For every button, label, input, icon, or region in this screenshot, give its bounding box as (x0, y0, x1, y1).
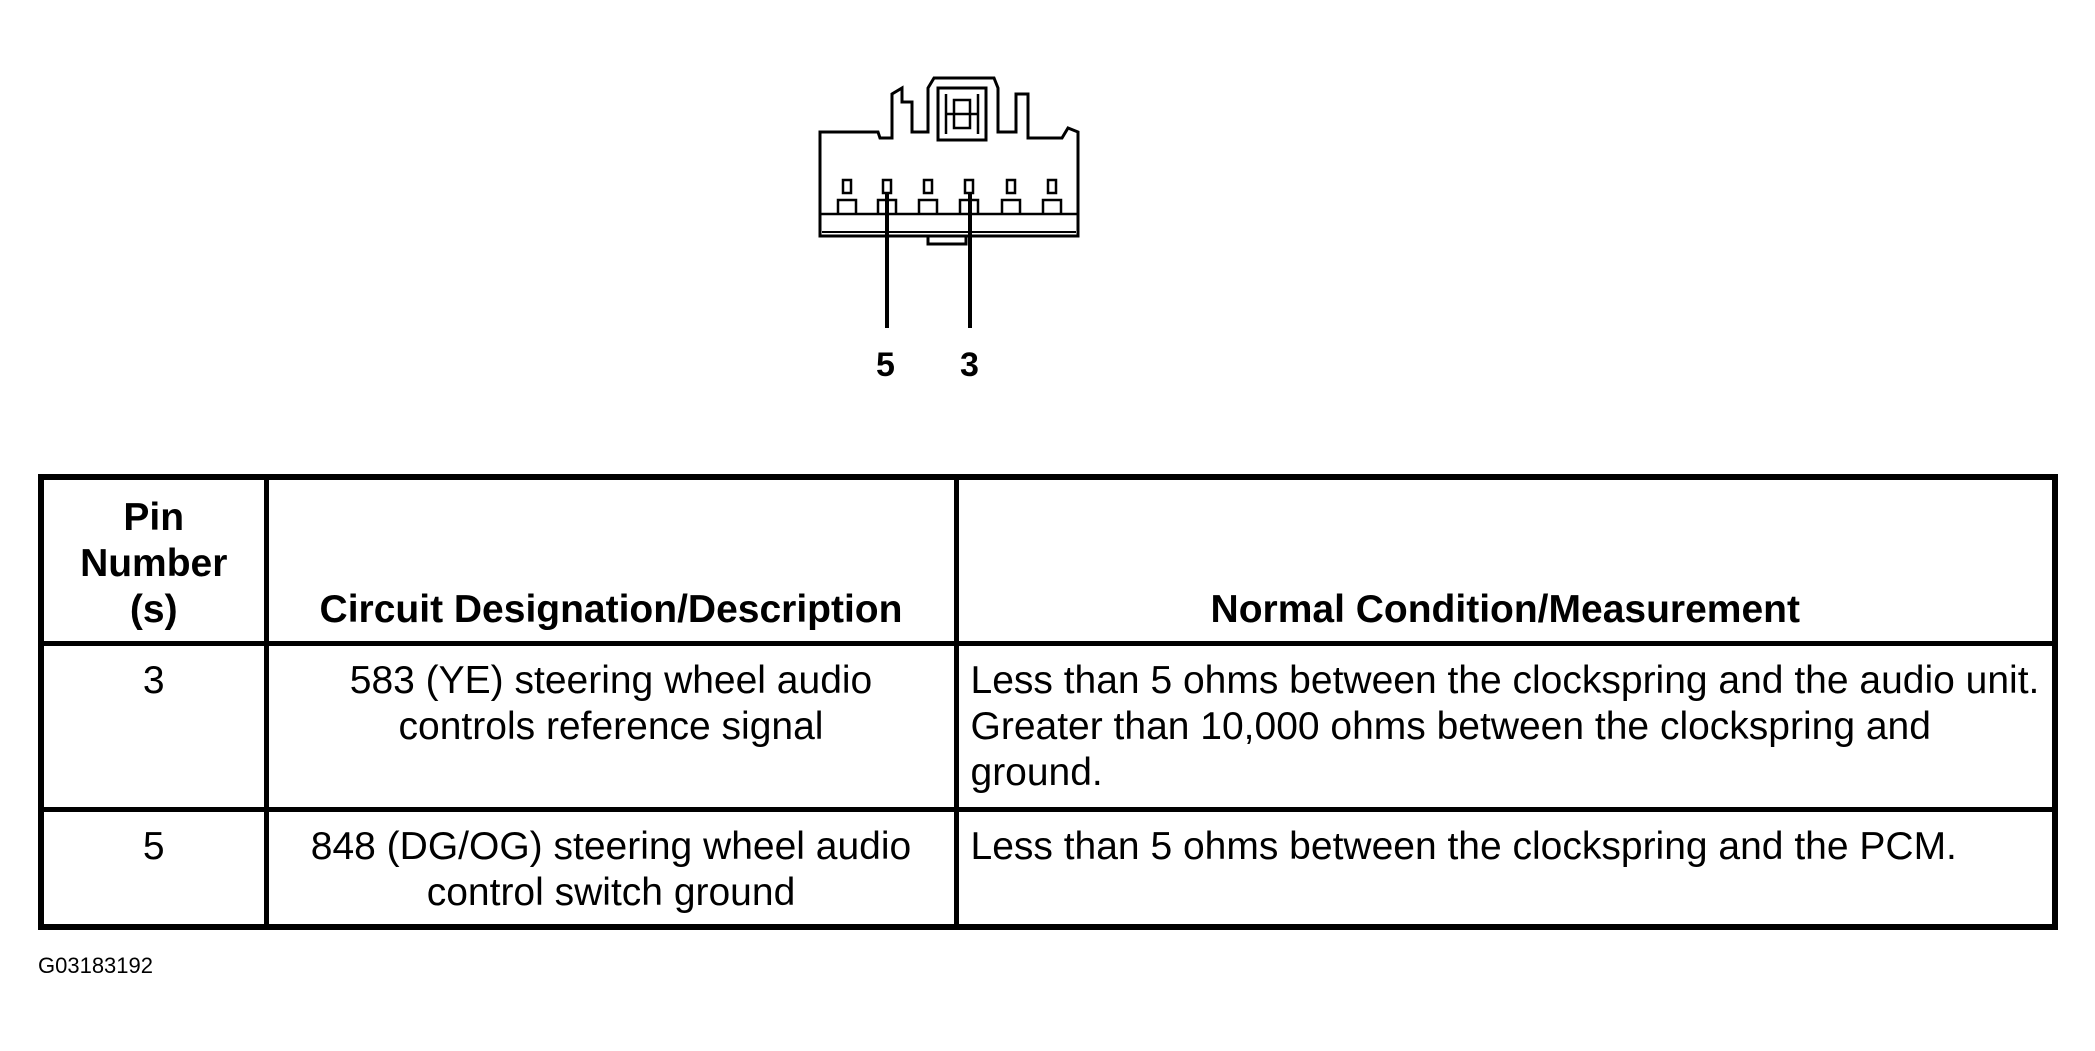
pin-cavity (881, 178, 893, 195)
pin-cavity (963, 178, 975, 195)
cell-pin: 3 (38, 641, 269, 812)
table-header-row: Pin Number (s) Circuit Designation/Descr… (38, 474, 2058, 647)
header-pin-number: Pin Number (s) (38, 474, 269, 647)
cell-pin: 5 (38, 806, 269, 930)
latch (936, 86, 988, 142)
cell-condition: Less than 5 ohms between the clockspring… (953, 806, 2058, 930)
bottom-tab (926, 236, 968, 246)
connector-outline (818, 76, 1080, 238)
header-condition: Normal Condition/Measurement (953, 474, 2058, 647)
cell-circuit: 583 (YE) steering wheel audio controls r… (263, 641, 959, 812)
header-circuit: Circuit Designation/Description (263, 474, 959, 647)
pin-cavity (1005, 178, 1017, 195)
pin-cavity (1046, 178, 1058, 195)
pin-cavity (841, 178, 853, 195)
figure-id: G03183192 (38, 953, 153, 978)
table-row: 5 848 (DG/OG) steering wheel audio contr… (38, 806, 2058, 930)
pin-label-3: 3 (960, 346, 979, 384)
pin-label-5: 5 (876, 346, 895, 384)
cell-circuit: 848 (DG/OG) steering wheel audio control… (263, 806, 959, 930)
cell-condition: Less than 5 ohms between the clockspring… (953, 641, 2058, 812)
pin-table: Pin Number (s) Circuit Designation/Descr… (38, 474, 2058, 930)
table-row: 3 583 (YE) steering wheel audio controls… (38, 641, 2058, 812)
pin-cavity (922, 178, 934, 195)
